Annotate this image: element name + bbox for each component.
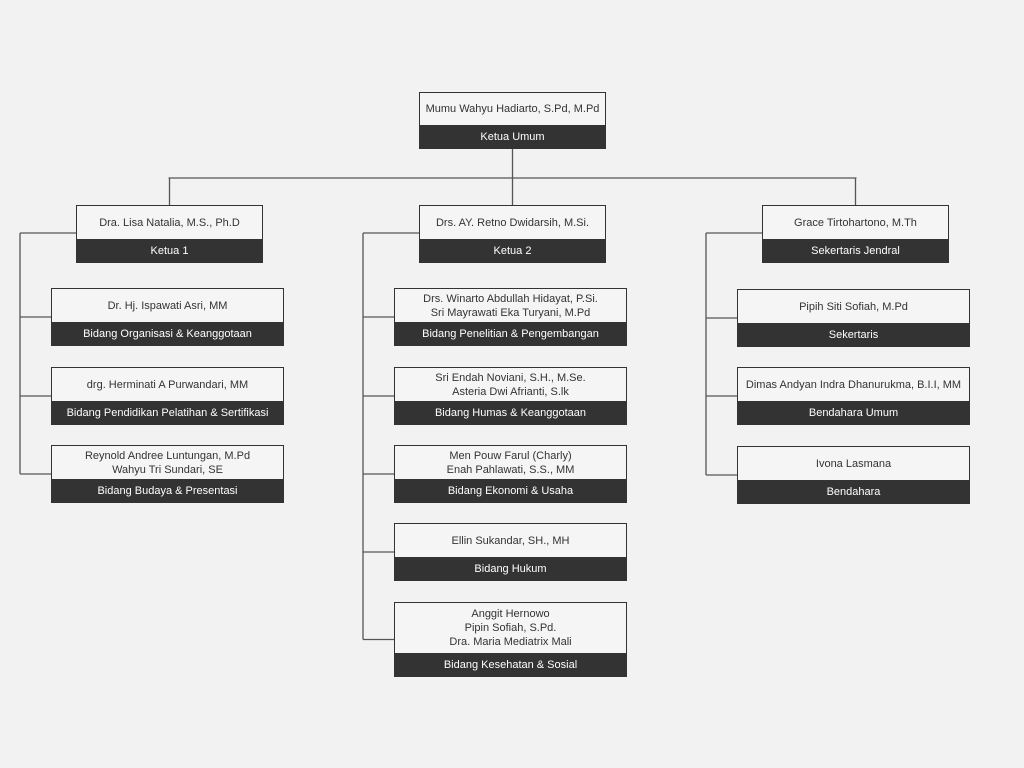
member-box: Sri Endah Noviani, S.H., M.Se.Asteria Dw… bbox=[394, 367, 627, 425]
member-name: Pipih Siti Sofiah, M.Pd bbox=[799, 300, 908, 313]
member-name: Anggit Hernowo bbox=[471, 608, 550, 620]
role-label: Bendahara bbox=[738, 480, 969, 503]
member-names: Sri Endah Noviani, S.H., M.Se.Asteria Dw… bbox=[395, 368, 626, 401]
role-label: Bidang Organisasi & Keanggotaan bbox=[52, 322, 283, 345]
member-names: Ellin Sukandar, SH., MH bbox=[395, 524, 626, 557]
role-label: Bidang Pendidikan Pelatihan & Sertifikas… bbox=[52, 401, 283, 424]
member-names: Pipih Siti Sofiah, M.Pd bbox=[738, 290, 969, 323]
role-label: Bidang Penelitian & Pengembangan bbox=[395, 322, 626, 345]
member-name: Mumu Wahyu Hadiarto, S.Pd, M.Pd bbox=[425, 103, 600, 115]
member-box: Dr. Hj. Ispawati Asri, MM Bidang Organisa… bbox=[51, 288, 284, 346]
member-box: drg. Herminati A Purwandari, MM Bidang Pe… bbox=[51, 367, 284, 425]
head-box: Dra. Lisa Natalia, M.S., Ph.D Ketua 1 bbox=[76, 205, 263, 263]
member-names: Dimas Andyan Indra Dhanurukma, B.I.I, MM bbox=[738, 368, 969, 401]
member-names: Men Pouw Farul (Charly)Enah Pahlawati, S… bbox=[395, 446, 626, 479]
member-names: drg. Herminati A Purwandari, MM bbox=[52, 368, 283, 401]
member-name: Ellin Sukandar, SH., MH bbox=[451, 534, 570, 547]
member-names: Ivona Lasmana bbox=[738, 447, 969, 480]
member-name: Dimas Andyan Indra Dhanurukma, B.I.I, MM bbox=[745, 378, 962, 391]
member-name: Asteria Dwi Afrianti, S.lk bbox=[452, 385, 569, 398]
role-label: Ketua Umum bbox=[420, 125, 605, 148]
member-names: Drs. AY. Retno Dwidarsih, M.Si. bbox=[420, 206, 605, 239]
member-names: Dr. Hj. Ispawati Asri, MM bbox=[52, 289, 283, 322]
head-box: Drs. AY. Retno Dwidarsih, M.Si. Ketua 2 bbox=[419, 205, 606, 263]
role-label: Bidang Humas & Keanggotaan bbox=[395, 401, 626, 424]
member-box: Men Pouw Farul (Charly)Enah Pahlawati, S… bbox=[394, 445, 627, 503]
role-label: Ketua 2 bbox=[420, 239, 605, 262]
member-name: Sri Endah Noviani, S.H., M.Se. bbox=[435, 371, 586, 384]
member-name: Men Pouw Farul (Charly) bbox=[449, 449, 572, 462]
member-name: Grace Tirtohartono, M.Th bbox=[794, 216, 917, 229]
member-name: Sri Mayrawati Eka Turyani, M.Pd bbox=[430, 306, 591, 319]
member-name: Dra. Maria Mediatrix Mali bbox=[449, 636, 572, 648]
role-label: Sekertaris bbox=[738, 323, 969, 346]
member-name: Pipin Sofiah, S.Pd. bbox=[464, 622, 557, 634]
member-name: Dra. Lisa Natalia, M.S., Ph.D bbox=[99, 216, 240, 229]
role-label: Ketua 1 bbox=[77, 239, 262, 262]
member-name: Drs. AY. Retno Dwidarsih, M.Si. bbox=[435, 216, 590, 229]
member-name: Enah Pahlawati, S.S., MM bbox=[446, 463, 575, 476]
member-names: Mumu Wahyu Hadiarto, S.Pd, M.Pd bbox=[420, 93, 605, 125]
member-name: Drs. Winarto Abdullah Hidayat, P.Si. bbox=[423, 292, 598, 305]
role-label: Bidang Kesehatan & Sosial bbox=[395, 653, 626, 676]
member-name: Reynold Andree Luntungan, M.Pd bbox=[84, 449, 251, 462]
member-name: Ivona Lasmana bbox=[815, 457, 892, 470]
member-name: Dr. Hj. Ispawati Asri, MM bbox=[107, 299, 228, 312]
role-label: Bendahara Umum bbox=[738, 401, 969, 424]
member-names: Dra. Lisa Natalia, M.S., Ph.D bbox=[77, 206, 262, 239]
role-label: Sekertaris Jendral bbox=[763, 239, 948, 262]
member-box: Drs. Winarto Abdullah Hidayat, P.Si.Sri … bbox=[394, 288, 627, 346]
member-box: Ellin Sukandar, SH., MH Bidang Hukum bbox=[394, 523, 627, 581]
member-name: Wahyu Tri Sundari, SE bbox=[112, 463, 223, 476]
member-names: Grace Tirtohartono, M.Th bbox=[763, 206, 948, 239]
role-label: Bidang Ekonomi & Usaha bbox=[395, 479, 626, 502]
role-label: Bidang Hukum bbox=[395, 557, 626, 580]
member-names: Drs. Winarto Abdullah Hidayat, P.Si.Sri … bbox=[395, 289, 626, 322]
role-label: Bidang Budaya & Presentasi bbox=[52, 479, 283, 502]
member-box: Dimas Andyan Indra Dhanurukma, B.I.I, MM… bbox=[737, 367, 970, 425]
member-name: drg. Herminati A Purwandari, MM bbox=[86, 378, 249, 391]
